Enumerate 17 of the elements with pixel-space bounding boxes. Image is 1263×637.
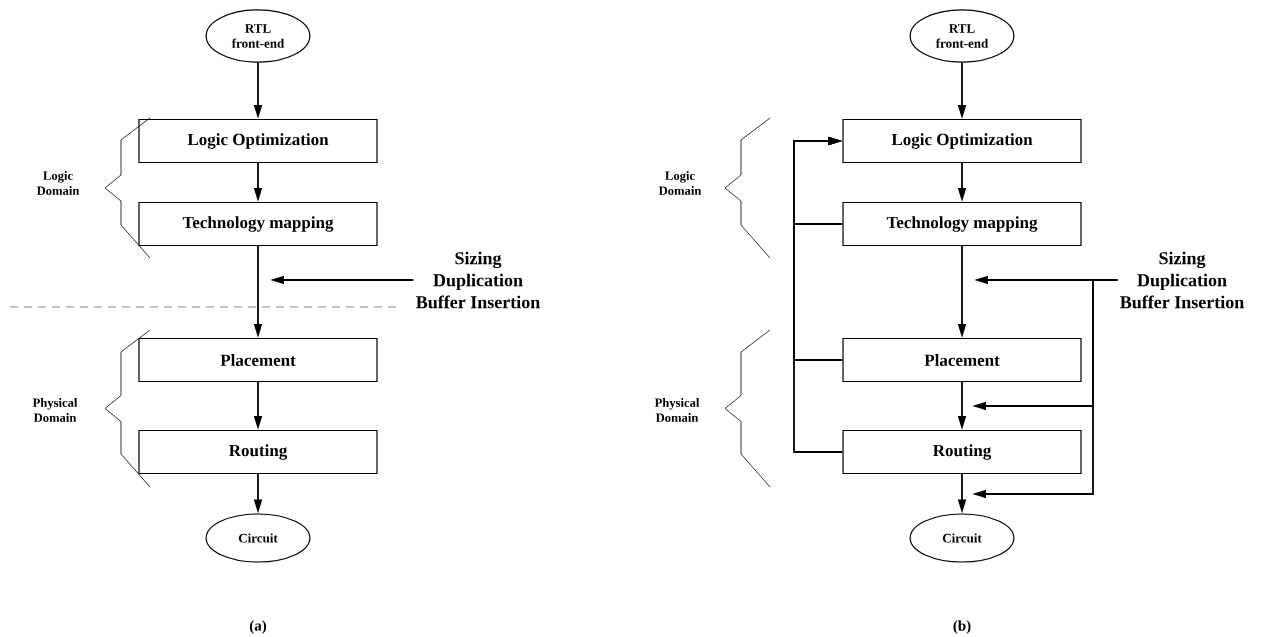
process-box: Technology mapping <box>842 201 1082 247</box>
domain-label: Physical Domain <box>32 398 78 422</box>
process-box: Technology mapping <box>138 201 378 247</box>
domain-label: Logic Domain <box>36 171 80 195</box>
arrow <box>793 136 844 453</box>
process-box: Logic Optimization <box>842 118 1082 164</box>
domain-label: Logic Domain <box>658 171 702 195</box>
process-box: Placement <box>842 337 1082 383</box>
panel-label: (b) <box>953 620 971 634</box>
domain-label: Physical Domain <box>654 398 700 422</box>
operation-list: Sizing Duplication Buffer Insertion <box>416 251 540 309</box>
process-box: Routing <box>842 429 1082 475</box>
process-box: Placement <box>138 337 378 383</box>
operation-list: Sizing Duplication Buffer Insertion <box>1120 251 1244 309</box>
panel-label: (a) <box>249 620 267 634</box>
process-box: Logic Optimization <box>138 118 378 164</box>
process-box: Routing <box>138 429 378 475</box>
